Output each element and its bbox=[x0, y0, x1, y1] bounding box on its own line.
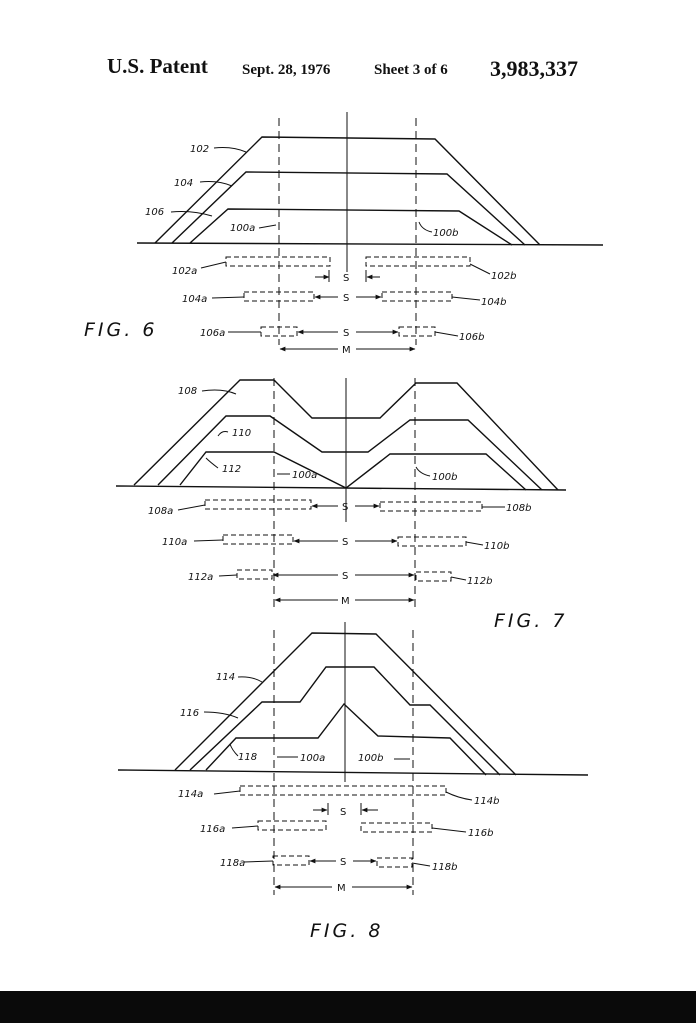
fig7-label-110b: 110b bbox=[484, 541, 509, 552]
fig7-label-100b: 100b bbox=[432, 472, 457, 483]
fig6-bar-102a bbox=[225, 256, 331, 267]
fig8-label-118a: 118a bbox=[220, 858, 245, 869]
fig8-bar-116b bbox=[360, 822, 433, 833]
fig7-gap-s-1: S bbox=[342, 502, 348, 513]
fig6-label-100b: 100b bbox=[433, 228, 458, 239]
fig7-label-112a: 112a bbox=[188, 572, 213, 583]
fig7-label-110: 110 bbox=[232, 428, 251, 439]
fig8-labels: 114 116 118 100a 100b 114a 114b 116a 116… bbox=[178, 672, 499, 942]
fig6-labels: 102 104 106 100a 100b 102a 102b 104a 104… bbox=[84, 144, 516, 356]
fig6-gap-s-2: S bbox=[343, 293, 349, 304]
fig8-bar-118a bbox=[272, 855, 310, 866]
fig6-bar-104b bbox=[381, 291, 453, 302]
fig7-span-m: M bbox=[341, 596, 350, 607]
fig7-label-108: 108 bbox=[178, 386, 197, 397]
fig6-gap-s-3: S bbox=[343, 328, 349, 339]
fig8-profile-114 bbox=[174, 632, 517, 776]
fig7-label-108a: 108a bbox=[148, 506, 173, 517]
fig8-bar-114a-114b bbox=[239, 785, 447, 796]
patent-label: U.S. Patent bbox=[107, 54, 208, 78]
fig6-title: FIG. 6 bbox=[84, 319, 157, 341]
fig7-bar-112b bbox=[415, 571, 452, 582]
fig7-baseline bbox=[115, 485, 567, 491]
fig8-bar-116a bbox=[257, 820, 327, 831]
patent-date: Sept. 28, 1976 bbox=[242, 62, 331, 78]
fig7-labels: 108 110 112 100a 100b 108a 108b 110a 110… bbox=[148, 386, 567, 632]
fig8-label-114a: 114a bbox=[178, 789, 203, 800]
fig6-span-m: M bbox=[342, 345, 351, 356]
fig7-diagram bbox=[115, 378, 567, 612]
fig6-profile-106 bbox=[189, 208, 513, 246]
fig8-label-116a: 116a bbox=[200, 824, 225, 835]
fig6-label-106b: 106b bbox=[459, 332, 484, 343]
fig8-gap-s-1: S bbox=[340, 807, 346, 818]
fig6-profile-104 bbox=[171, 171, 526, 246]
fig8-bar-118b bbox=[376, 857, 413, 868]
fig6-label-104: 104 bbox=[174, 178, 193, 189]
fig7-bar-110b bbox=[397, 536, 467, 547]
fig6-baseline bbox=[136, 242, 604, 246]
fig8-label-100a: 100a bbox=[300, 753, 325, 764]
sheet-number: Sheet 3 of 6 bbox=[374, 62, 448, 78]
fig6-gap-s-1: S bbox=[343, 273, 349, 284]
fig7-label-108b: 108b bbox=[506, 503, 531, 514]
patent-number: 3,983,337 bbox=[490, 56, 578, 81]
fig6-label-106a: 106a bbox=[200, 328, 225, 339]
fig6-profile-102 bbox=[154, 136, 541, 246]
fig6-label-100a: 100a bbox=[230, 223, 255, 234]
fig8-label-100b: 100b bbox=[358, 753, 383, 764]
fig7-label-100a: 100a bbox=[292, 470, 317, 481]
fig6-label-102a: 102a bbox=[172, 266, 197, 277]
fig7-profile-110 bbox=[157, 415, 543, 491]
fig8-gap-s-2: S bbox=[340, 857, 346, 868]
fig7-gap-s-3: S bbox=[342, 571, 348, 582]
fig8-diagram bbox=[117, 622, 589, 895]
fig6-bar-104a bbox=[243, 291, 315, 302]
fig8-span-m: M bbox=[337, 883, 346, 894]
fig8-label-114: 114 bbox=[216, 672, 235, 683]
fig7-label-112: 112 bbox=[222, 464, 241, 475]
fig6-label-102: 102 bbox=[190, 144, 209, 155]
scan-border-bottom bbox=[0, 991, 696, 1023]
fig7-label-110a: 110a bbox=[162, 537, 187, 548]
fig7-gap-s-2: S bbox=[342, 537, 348, 548]
fig6-label-106: 106 bbox=[145, 207, 164, 218]
fig8-profile-116 bbox=[189, 666, 501, 776]
fig7-bar-108a bbox=[204, 499, 312, 510]
fig6-label-102b: 102b bbox=[491, 271, 516, 282]
fig6-label-104b: 104b bbox=[481, 297, 506, 308]
fig7-title: FIG. 7 bbox=[494, 610, 567, 632]
fig6-bar-102b bbox=[365, 256, 471, 267]
fig6-label-104a: 104a bbox=[182, 294, 207, 305]
fig8-title: FIG. 8 bbox=[310, 920, 383, 942]
fig7-bar-112a bbox=[236, 569, 273, 580]
fig6-diagram bbox=[136, 112, 604, 352]
fig8-label-114b: 114b bbox=[474, 796, 499, 807]
fig8-label-118b: 118b bbox=[432, 862, 457, 873]
fig8-label-118: 118 bbox=[238, 752, 257, 763]
fig8-label-116b: 116b bbox=[468, 828, 493, 839]
fig8-profile-118 bbox=[205, 702, 487, 776]
fig8-label-116: 116 bbox=[180, 708, 199, 719]
fig6-bar-106a bbox=[260, 326, 298, 337]
fig7-bar-110a bbox=[222, 534, 294, 545]
fig8-baseline bbox=[117, 769, 589, 776]
fig7-label-112b: 112b bbox=[467, 576, 492, 587]
fig7-bar-108b bbox=[379, 501, 483, 512]
fig6-bar-106b bbox=[398, 326, 436, 337]
